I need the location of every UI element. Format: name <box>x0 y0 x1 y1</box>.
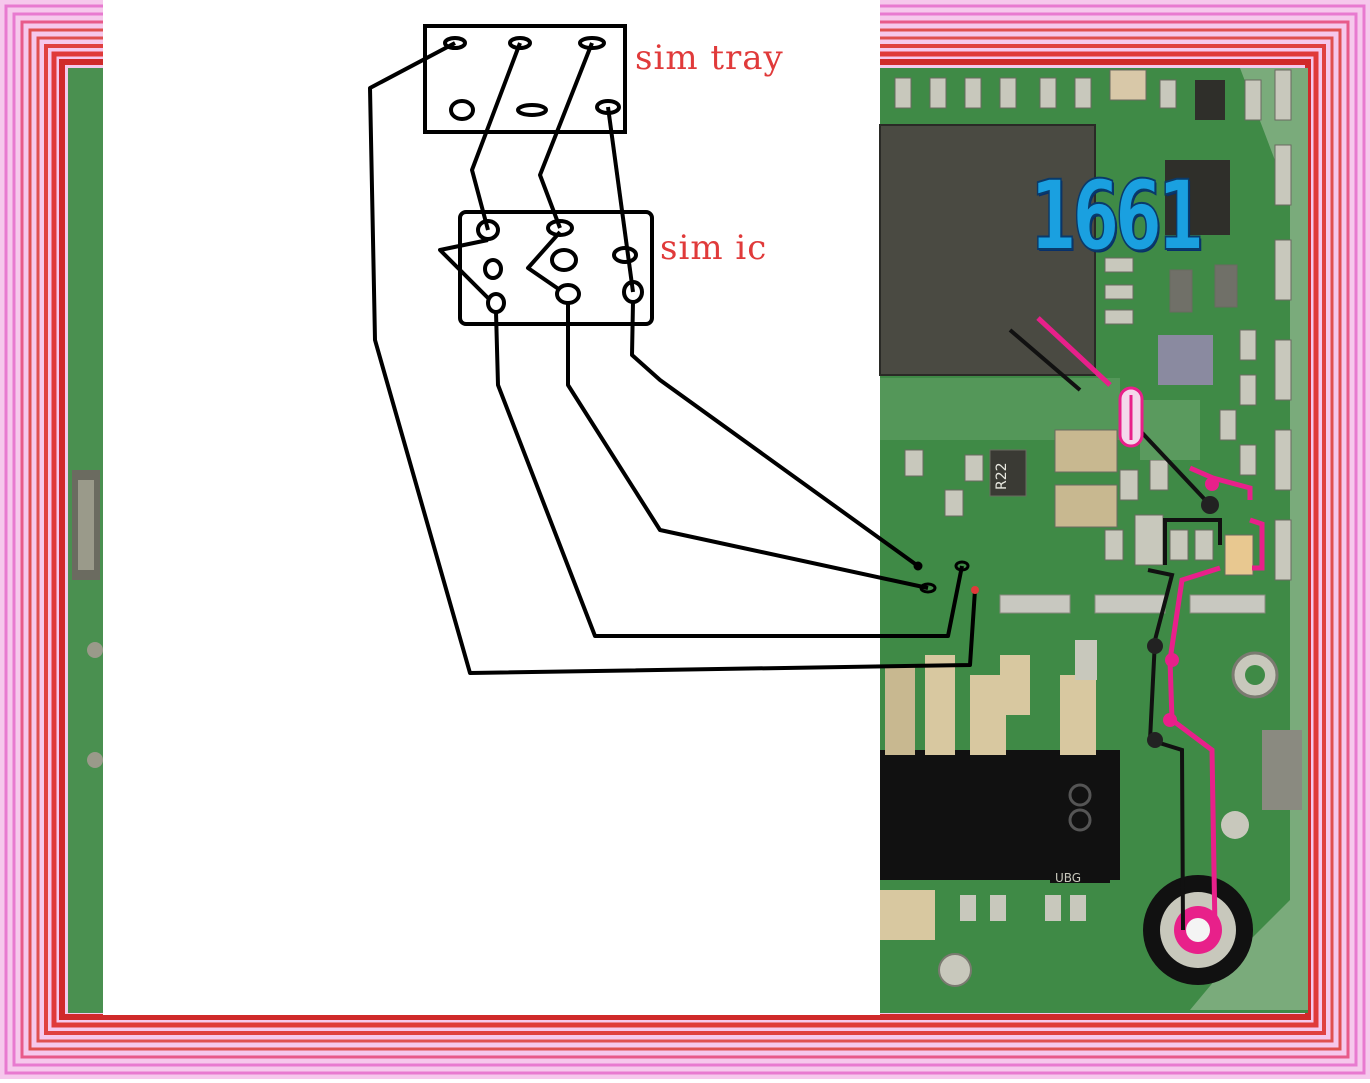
pcb-board: R22 UBG <box>879 68 1308 1013</box>
wire-endpoints <box>913 560 970 594</box>
black-trace <box>1008 328 1222 931</box>
bottom-connector <box>880 640 1120 940</box>
schematic-wires <box>368 41 977 675</box>
red-test-point <box>971 586 979 594</box>
resistor-marking: R22 <box>994 462 1010 490</box>
white-panel <box>103 0 880 1015</box>
part-number-label: 1661 <box>1029 159 1205 273</box>
main-chip <box>880 125 1095 375</box>
magenta-trace <box>1036 316 1265 931</box>
test-point <box>1143 875 1253 985</box>
connector-marking: UBG <box>1055 871 1081 885</box>
pcb-left-edge <box>68 68 104 1013</box>
sim-tray-label: sim tray <box>635 38 784 78</box>
sim-ic-label: sim ic <box>660 228 768 268</box>
